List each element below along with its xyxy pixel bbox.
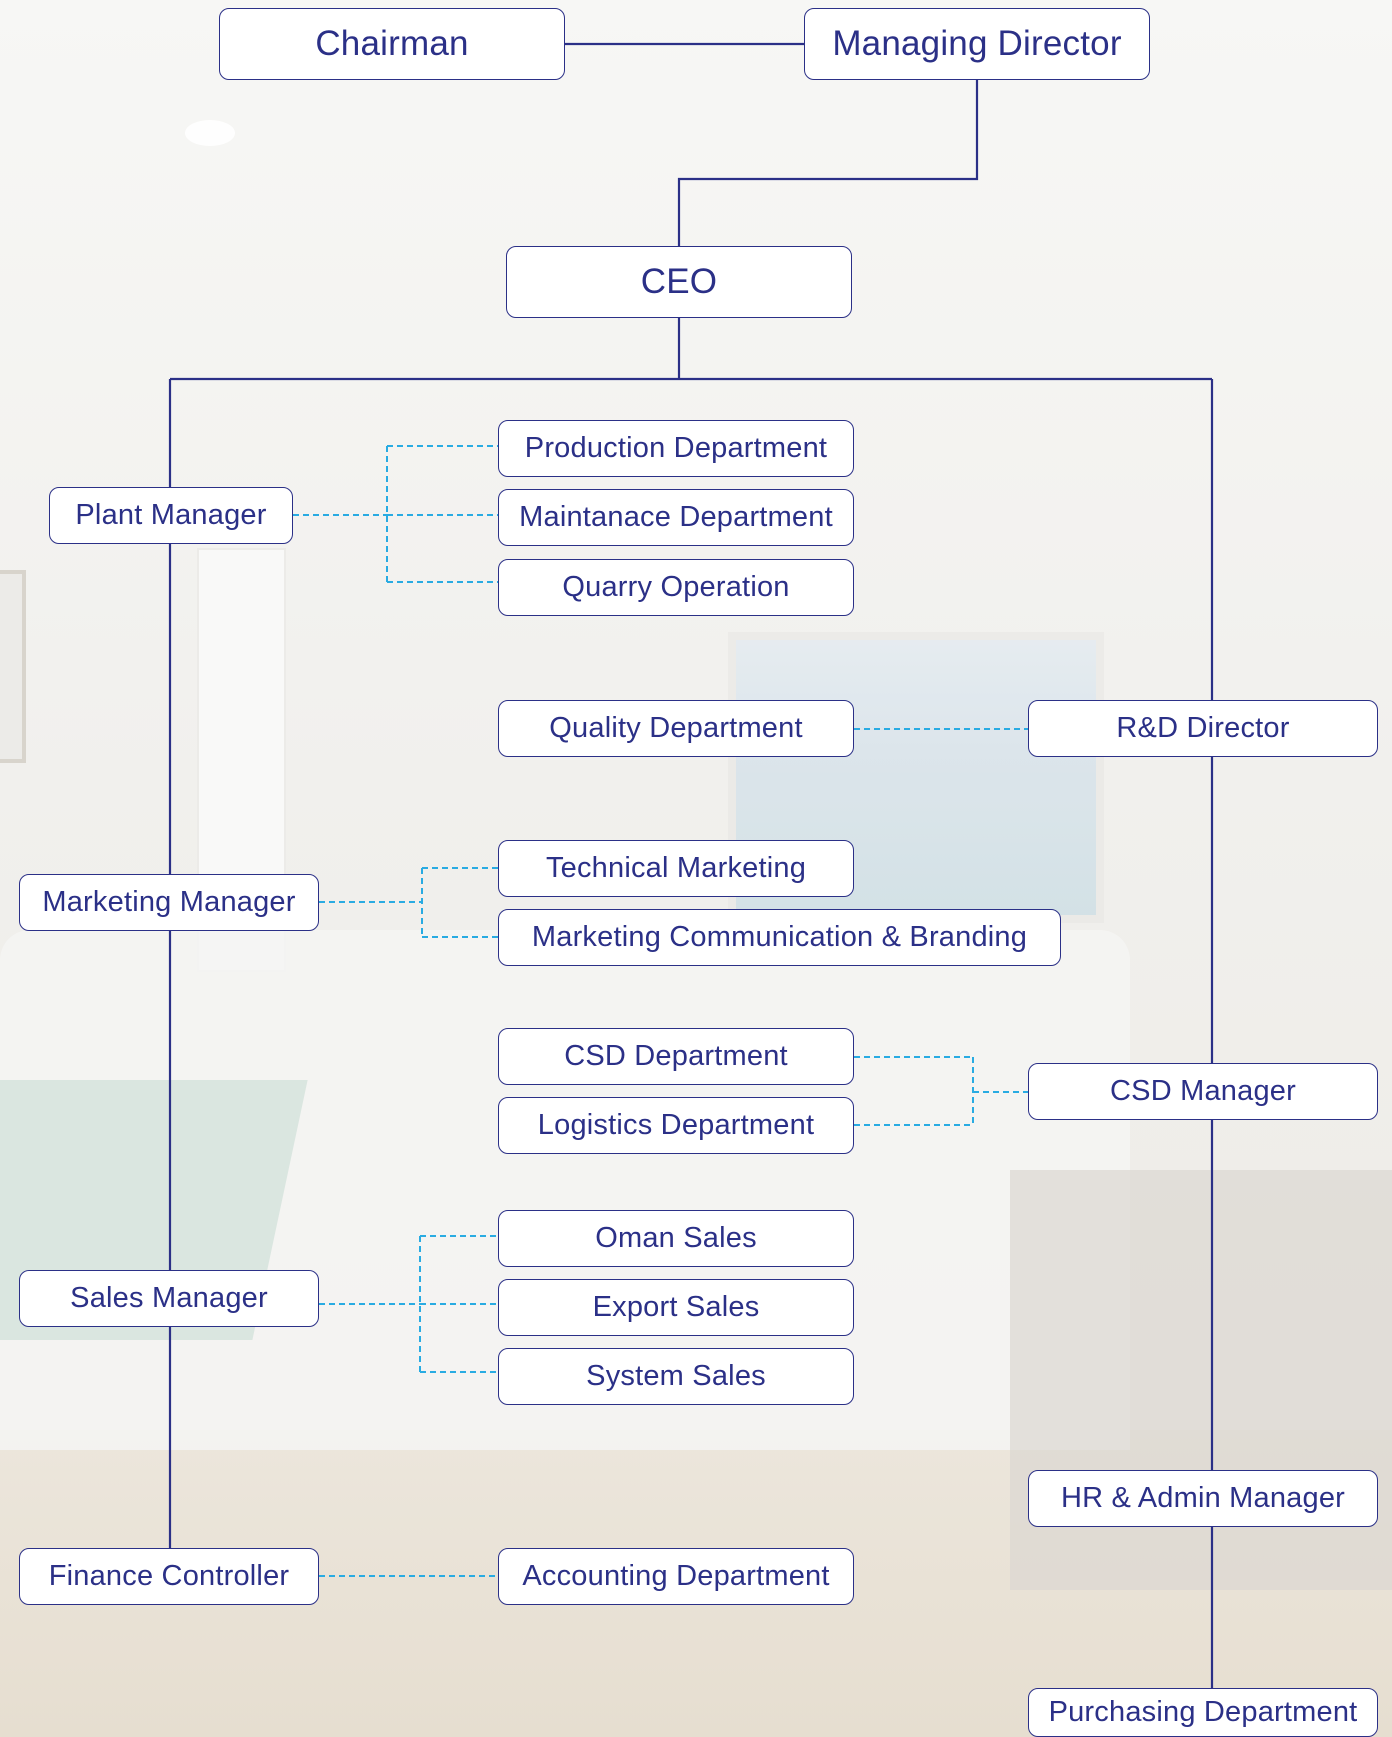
- export-sales-box: Export Sales: [498, 1279, 854, 1336]
- csd-manager-box: CSD Manager: [1028, 1063, 1378, 1120]
- ceiling-light: [185, 120, 235, 146]
- accounting-department-box: Accounting Department: [498, 1548, 854, 1605]
- managing-director-box: Managing Director: [804, 8, 1150, 80]
- csd-department-box: CSD Department: [498, 1028, 854, 1085]
- production-department-box: Production Department: [498, 420, 854, 477]
- quarry-operation-box: Quarry Operation: [498, 559, 854, 616]
- ceo-box: CEO: [506, 246, 852, 318]
- technical-marketing-box: Technical Marketing: [498, 840, 854, 897]
- logistics-department-box: Logistics Department: [498, 1097, 854, 1154]
- oman-sales-box: Oman Sales: [498, 1210, 854, 1267]
- wall-picture-frame: [0, 570, 26, 763]
- finance-controller-box: Finance Controller: [19, 1548, 319, 1605]
- sales-manager-box: Sales Manager: [19, 1270, 319, 1327]
- plant-manager-box: Plant Manager: [49, 487, 293, 544]
- chairman-box: Chairman: [219, 8, 565, 80]
- maintenance-department-box: Maintanace Department: [498, 489, 854, 546]
- quality-department-box: Quality Department: [498, 700, 854, 757]
- purchasing-department-box: Purchasing Department: [1028, 1688, 1378, 1737]
- system-sales-box: System Sales: [498, 1348, 854, 1405]
- rd-director-box: R&D Director: [1028, 700, 1378, 757]
- marketing-communication-branding-box: Marketing Communication & Branding: [498, 909, 1061, 966]
- md-ceo-link: [677, 80, 979, 246]
- marketing-manager-box: Marketing Manager: [19, 874, 319, 931]
- hr-admin-manager-box: HR & Admin Manager: [1028, 1470, 1378, 1527]
